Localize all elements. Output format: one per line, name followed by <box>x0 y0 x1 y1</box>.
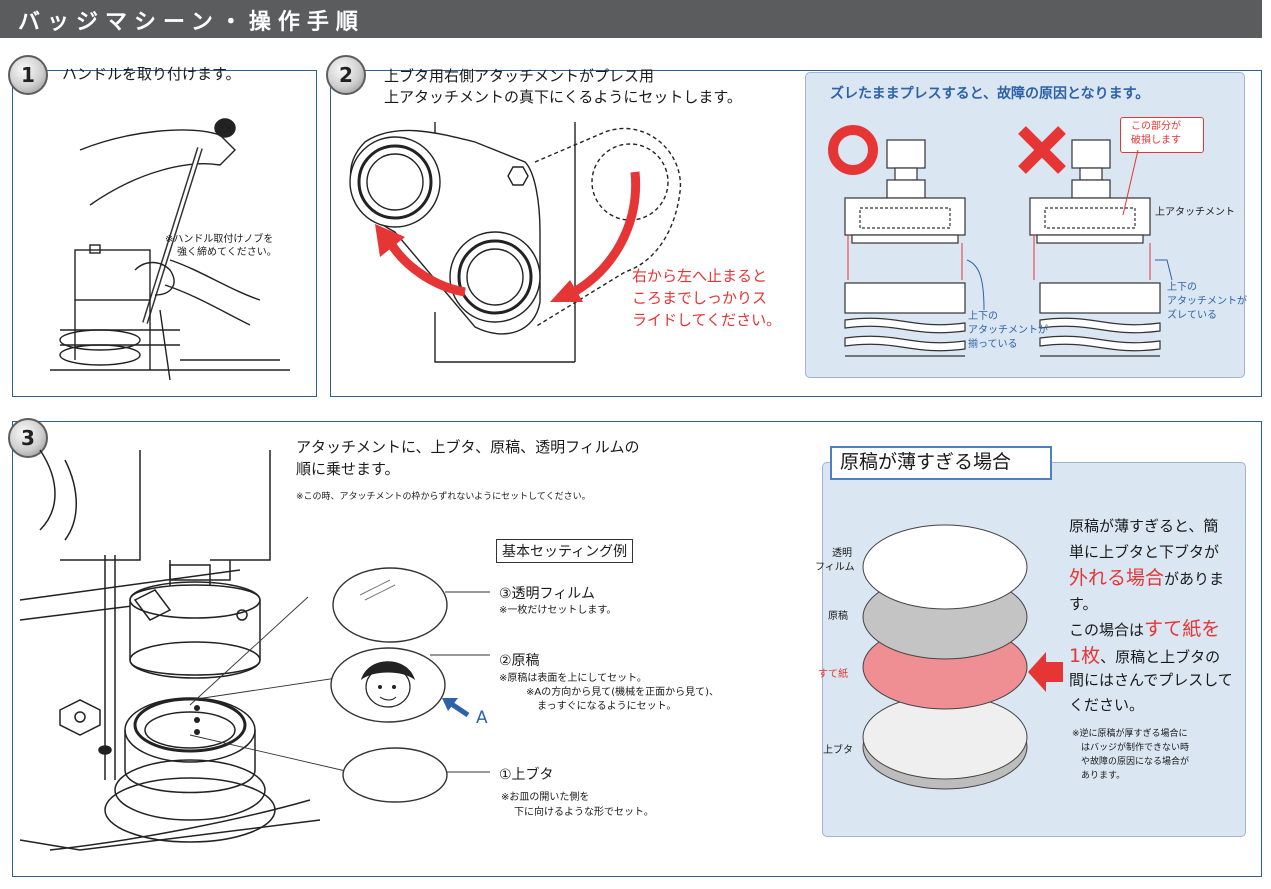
layer-film-label-line2: フィルム <box>815 562 855 573</box>
direction-a-arrow-icon <box>442 698 470 718</box>
step1-note-line1: ※ハンドル取付けノブを <box>165 234 274 245</box>
step2-slide-line3: ライドしてください。 <box>632 311 782 329</box>
thin-text-line7: 間にはさんでプレスして <box>1069 671 1233 689</box>
step3-parts-leader-lines <box>189 591 490 773</box>
layer-paper-label: すて紙 <box>818 669 849 680</box>
ng-leader-line <box>1155 259 1173 281</box>
layer-lid-label: 上ブタ <box>823 745 853 756</box>
ok-leader-line <box>966 259 985 311</box>
ok-label-line2: アタッチメントが <box>968 325 1048 336</box>
damage-callout <box>1120 117 1204 153</box>
ng-label-line1: 上下の <box>1167 282 1197 293</box>
thin-text-line6: 1枚、原稿と上ブタの <box>1069 641 1220 668</box>
lid-note-line1: ※お皿の開いた側を <box>501 792 590 803</box>
film-label: ③透明フィルム <box>499 586 595 602</box>
step2-attachment-illustration <box>349 122 682 363</box>
thin-text-line5-pre: この場合は <box>1069 621 1145 639</box>
thin-text-line3-rest: がありま <box>1164 570 1225 588</box>
thin-text-red-paper: すて紙を <box>1144 618 1221 640</box>
lid-note-line2: 下に向けるような形でセット。 <box>514 807 654 818</box>
thin-text-red-one: 1枚 <box>1069 645 1101 667</box>
step3-press-illustration <box>19 449 321 851</box>
manuscript-note-line2: ※Aの方向から見て(機械を正面から見て)、 <box>526 687 720 698</box>
ng-label-line3: ズレている <box>1167 310 1217 321</box>
insert-paper-arrow-icon <box>1028 652 1063 692</box>
film-disc <box>332 567 448 643</box>
page-header: バッジマシーン・操作手順 <box>0 0 1262 38</box>
step2-instruction-line1: 上ブタ用右側アタッチメントがプレス用 <box>384 67 655 85</box>
thin-note-line4: あります。 <box>1081 771 1126 781</box>
thin-text-line3: 外れる場合がありま <box>1069 563 1224 590</box>
thin-text-line4: す。 <box>1069 595 1098 613</box>
thin-text-line2: 単に上ブタと下ブタが <box>1069 543 1220 561</box>
ok-label-line3: 揃っている <box>968 339 1018 350</box>
step2-slide-line1: 右から左へ止まると <box>632 267 768 285</box>
damage-callout-line1: この部分が <box>1131 121 1181 132</box>
film-note: ※一枚だけセットします。 <box>499 605 617 616</box>
upper-attachment-label: 上アタッチメント <box>1155 207 1235 218</box>
step3-instruction-line2: 順に乗せます。 <box>296 460 400 478</box>
step1-note-line2: 強く締めてください。 <box>177 247 277 258</box>
damage-callout-line2: 破損します <box>1131 135 1181 146</box>
lid-label: ①上ブタ <box>499 767 554 783</box>
manuscript-note-line3: まっすぐになるようにセット。 <box>537 701 677 712</box>
ok-circle-icon <box>828 125 878 175</box>
page-title: バッジマシーン・操作手順 <box>18 10 365 35</box>
ng-misaligned-diagram <box>1029 139 1161 357</box>
manuscript-label: ②原稿 <box>499 653 540 669</box>
step2-instruction-line2: 上アタッチメントの真下にくるようにセットします。 <box>384 88 742 106</box>
direction-a-label: A <box>476 708 488 728</box>
lid-disc <box>342 747 448 803</box>
step1-badge: 1 <box>8 55 48 95</box>
basic-setting-label: 基本セッティング例 <box>496 539 634 563</box>
ok-label-line1: 上下の <box>968 311 998 322</box>
thin-manuscript-title: 原稿が薄すぎる場合 <box>830 446 1052 480</box>
thin-text-line8: ください。 <box>1069 696 1145 714</box>
step1-handle-illustration <box>50 118 290 381</box>
step1-instruction: ハンドルを取り付けます。 <box>62 65 241 83</box>
layer-manuscript-label: 原稿 <box>828 611 848 622</box>
manuscript-disc <box>330 647 446 723</box>
ng-label-line2: アタッチメントが <box>1167 296 1247 307</box>
ng-cross-icon <box>1018 126 1066 174</box>
misalignment-warning-title: ズレたままプレスすると、故障の原因となります。 <box>830 86 1150 102</box>
manuscript-note-line1: ※原稿は表面を上にしてセット。 <box>499 673 647 684</box>
step3-note: ※この時、アタッチメントの枠からずれないようにセットしてください。 <box>296 492 591 502</box>
thin-note-line2: はバッジが制作できない時 <box>1081 743 1190 753</box>
thin-text-red-detach: 外れる場合 <box>1069 567 1165 589</box>
layer-film-label-line1: 透明 <box>832 548 852 559</box>
ok-aligned-diagram <box>844 139 966 357</box>
step2-badge: 2 <box>326 55 366 95</box>
thin-text-line6-rest: 、原稿と上ブタの <box>1100 648 1221 666</box>
thin-note-line1: ※逆に原稿が厚すぎる場合に <box>1072 729 1188 739</box>
step3-instruction-line1: アタッチメントに、上ブタ、原稿、透明フィルムの <box>296 438 640 456</box>
layer-stack-diagram <box>862 524 1028 790</box>
damage-callout-pointer <box>1122 149 1139 216</box>
thin-text-line1: 原稿が薄すぎると、簡 <box>1069 517 1219 535</box>
thin-note-line3: や故障の原因になる場合が <box>1081 757 1190 767</box>
step2-slide-line2: ころまでしっかりス <box>632 289 768 307</box>
thin-text-line5: この場合はすて紙を <box>1069 614 1220 641</box>
